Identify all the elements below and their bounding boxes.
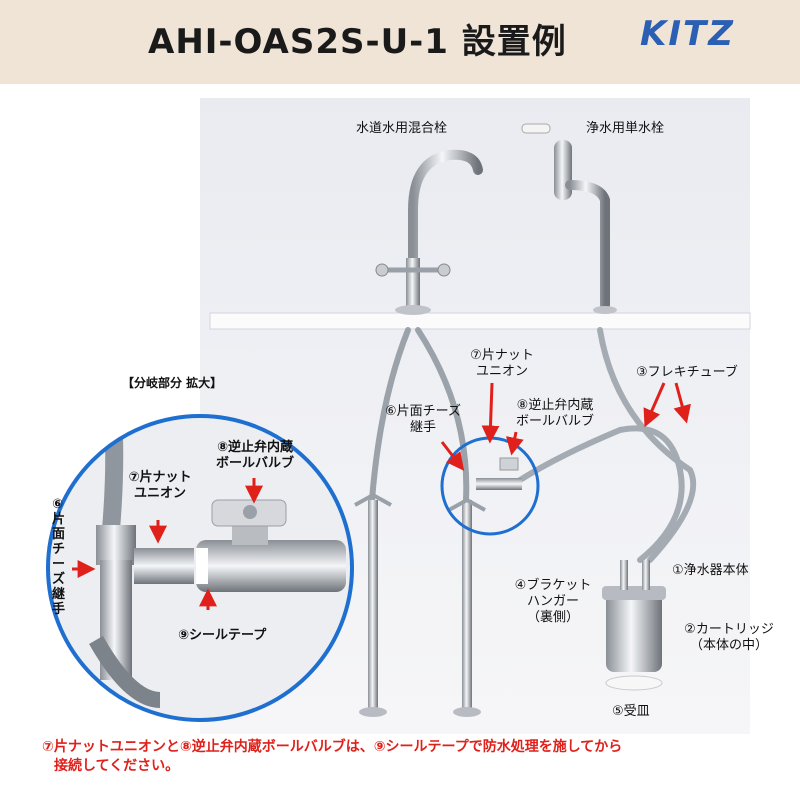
caution-note-line1: ⑦片ナットユニオンと⑧逆止弁内蔵ボールバルブは、⑨シールテープで防水処理を施して… bbox=[42, 739, 623, 755]
label-cartridge-line2: （本体の中） bbox=[689, 638, 768, 653]
label-tees: ⑥片面チーズ 継手 bbox=[378, 404, 468, 436]
label-union: ⑦片ナット ユニオン bbox=[462, 348, 542, 380]
callout-arrows bbox=[72, 382, 691, 610]
zoom-label-union-line1: ⑦片ナット bbox=[128, 470, 192, 485]
label-tray: ⑤受皿 bbox=[612, 704, 650, 719]
label-tees-line1: ⑥片面チーズ bbox=[384, 404, 461, 419]
zoom-label-union: ⑦片ナット ユニオン bbox=[120, 470, 200, 502]
label-valve: ⑧逆止弁内蔵 ボールバルブ bbox=[500, 398, 610, 430]
zoom-label-tees: ⑥ 片面チーズ継手 bbox=[52, 497, 70, 617]
countertop bbox=[209, 312, 751, 330]
label-zoom-title: 【分岐部分 拡大】 bbox=[122, 376, 223, 390]
label-purifier: ①浄水器本体 bbox=[672, 563, 749, 578]
label-tees-line2: 継手 bbox=[409, 420, 436, 435]
label-single-faucet: 浄水用単水栓 bbox=[586, 121, 665, 136]
header-banner: AHI-OAS2S-U-1 設置例 KITZ bbox=[0, 0, 800, 84]
supply-pipe-right bbox=[462, 500, 472, 710]
page-title: AHI-OAS2S-U-1 設置例 bbox=[148, 22, 567, 62]
supply-pipe-left bbox=[368, 500, 378, 710]
kitz-logo: KITZ bbox=[640, 14, 735, 54]
zoom-label-valve: ⑧逆止弁内蔵 ボールバルブ bbox=[198, 440, 312, 472]
label-bracket: ④ブラケット ハンガー （裏側） bbox=[498, 578, 608, 626]
zoom-label-valve-line2: ボールバルブ bbox=[215, 456, 294, 471]
label-valve-line1: ⑧逆止弁内蔵 bbox=[516, 398, 594, 413]
label-valve-line2: ボールバルブ bbox=[515, 414, 594, 429]
label-union-line2: ユニオン bbox=[475, 364, 528, 379]
single-faucet bbox=[521, 123, 617, 314]
label-cartridge: ②カートリッジ （本体の中） bbox=[670, 622, 788, 654]
caution-note-line2: 接続してください。 bbox=[54, 758, 180, 774]
zoom-label-tees-line2: 片面チーズ継手 bbox=[52, 512, 66, 617]
label-bracket-line2: ハンガー bbox=[526, 594, 579, 609]
zoom-label-seal: ⑨シールテープ bbox=[178, 628, 267, 643]
zoom-label-tees-line1: ⑥ bbox=[52, 497, 64, 512]
label-flex-tube: ③フレキチューブ bbox=[636, 365, 738, 380]
label-bracket-line1: ④ブラケット bbox=[514, 578, 592, 593]
flex-hoses bbox=[369, 327, 697, 563]
zoom-label-union-line2: ユニオン bbox=[133, 486, 186, 501]
label-union-line1: ⑦片ナット bbox=[470, 348, 534, 363]
caution-note: ⑦片ナットユニオンと⑧逆止弁内蔵ボールバルブは、⑨シールテープで防水処理を施して… bbox=[42, 738, 782, 776]
label-cartridge-line1: ②カートリッジ bbox=[684, 622, 774, 637]
zoom-label-valve-line1: ⑧逆止弁内蔵 bbox=[216, 440, 293, 455]
water-purifier bbox=[602, 560, 666, 691]
label-bracket-line3: （裏側） bbox=[526, 610, 579, 625]
mixing-faucet bbox=[375, 149, 483, 315]
installation-photo bbox=[46, 98, 751, 734]
label-mixing-faucet: 水道水用混合栓 bbox=[356, 121, 448, 136]
